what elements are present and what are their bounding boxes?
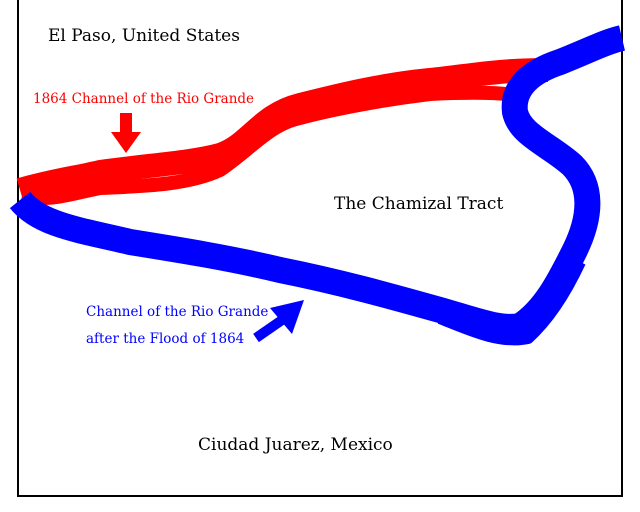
old-channel-label: 1864 Channel of the Rio Grande [33,91,255,107]
new-channel-label-line2: after the Flood of 1864 [86,331,245,347]
ciudad-juarez-label: Ciudad Juarez, Mexico [198,435,393,455]
old-river-channel-bank [20,85,522,206]
new-river-channel-bank [437,259,586,346]
chamizal-tract-label: The Chamizal Tract [334,194,504,214]
arrow-up-right-head [270,300,304,334]
el-paso-label: El Paso, United States [48,26,240,46]
new-river-channel [9,25,626,340]
old-river-channel [16,58,549,202]
arrow-up-right-icon [253,315,285,343]
new-channel-label-line1: Channel of the Rio Grande [86,304,269,320]
arrow-down-icon [111,113,141,153]
